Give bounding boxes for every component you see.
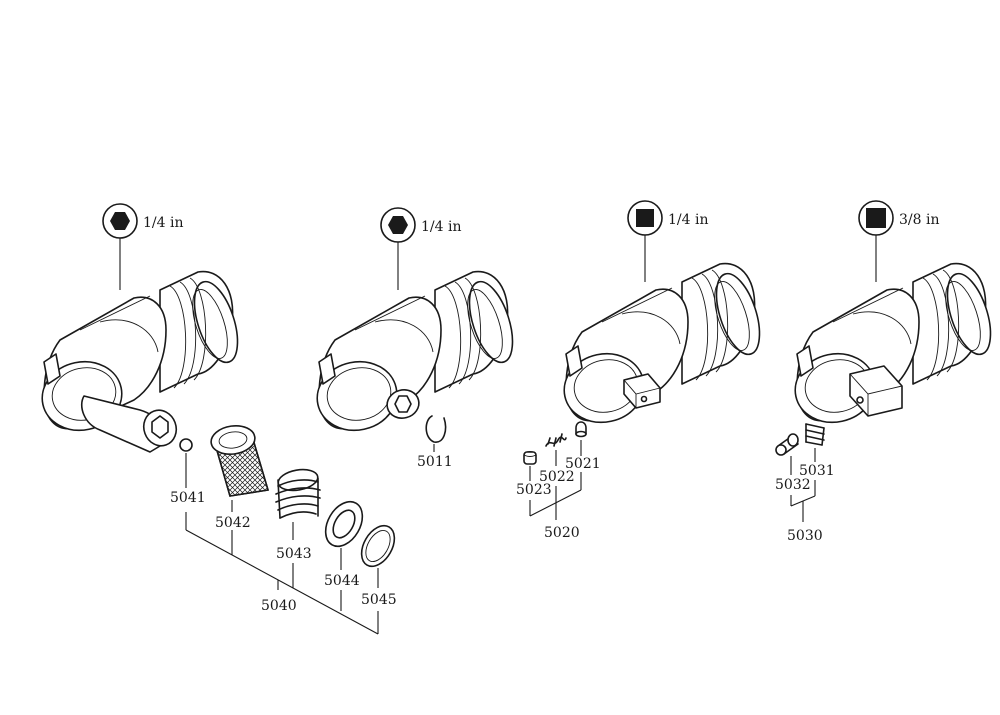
part-label-5023: 5023 (516, 482, 552, 498)
part-label-5044: 5044 (324, 573, 360, 589)
part-5044-washer (324, 500, 364, 570)
hex-drive-icon (102, 203, 138, 239)
part-label-5022: 5022 (539, 469, 575, 485)
part-label-5030: 5030 (787, 528, 823, 544)
part-5042-knurled-sleeve (210, 425, 270, 512)
assembly-bracket-5040 (185, 512, 379, 635)
adapter-3-body (557, 262, 769, 431)
part-5032-plunger (775, 433, 799, 475)
adapter-4-square-drive (849, 365, 903, 417)
part-label-5011: 5011 (417, 454, 453, 470)
adapter-1-drive-label: 1/4 in (143, 215, 183, 231)
adapter-1-group: 1/4 in (35, 203, 247, 453)
adapter-3-square-drive (623, 373, 661, 409)
part-label-5042: 5042 (215, 515, 251, 531)
part-5045-snap-ring (360, 524, 396, 588)
part-label-5045: 5045 (361, 592, 397, 608)
part-5011-retaining-ring (425, 415, 447, 452)
part-label-5021: 5021 (565, 456, 601, 472)
part-label-5041: 5041 (170, 490, 206, 506)
part-5022-spring (545, 433, 567, 466)
adapter-3-group: 1/4 in (557, 200, 769, 431)
adapter-4-group: 3/8 in (788, 200, 1000, 431)
part-label-5031: 5031 (799, 463, 835, 479)
part-label-5020: 5020 (544, 525, 580, 541)
part-5021-detent-pin (575, 421, 587, 456)
adapter-1-extension (80, 395, 178, 453)
adapter-2-hex-socket (386, 389, 420, 419)
part-5041-ball (179, 438, 193, 488)
adapter-2-group: 1/4 in (310, 207, 522, 439)
adapter-2-drive-label: 1/4 in (421, 219, 461, 235)
adapter-3-drive-label: 1/4 in (668, 212, 708, 228)
part-label-5032: 5032 (775, 477, 811, 493)
part-label-5043: 5043 (276, 546, 312, 562)
square-drive-icon (858, 200, 894, 236)
square-drive-icon (627, 200, 663, 236)
assembly-bracket-5020 (529, 472, 582, 520)
part-5043-spring (275, 468, 321, 540)
assembly-bracket-5030 (790, 480, 816, 522)
part-label-5040: 5040 (261, 598, 297, 614)
part-5023-cap (523, 451, 537, 481)
part-5031-spring (805, 423, 825, 462)
adapter-4-drive-label: 3/8 in (899, 212, 939, 228)
hex-drive-icon (380, 207, 416, 243)
